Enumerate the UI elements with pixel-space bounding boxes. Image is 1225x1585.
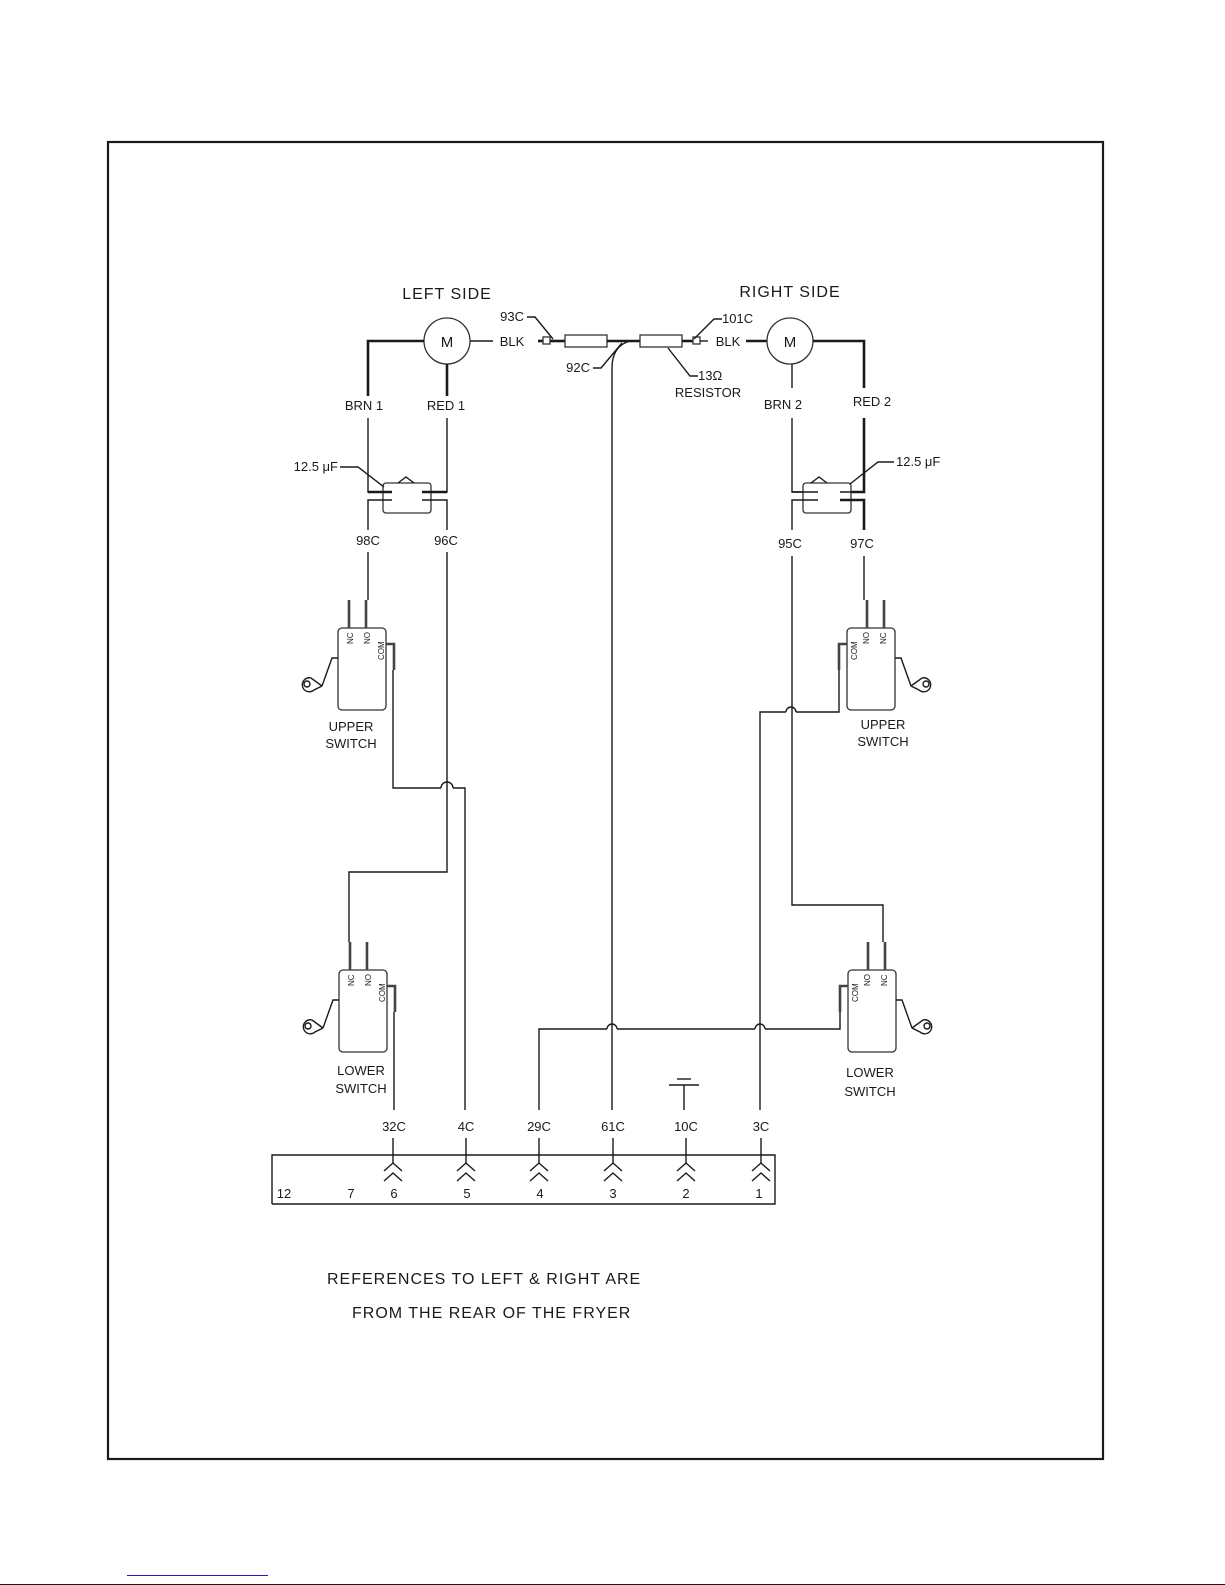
connector-wire-label: 3C	[753, 1119, 770, 1134]
left-red-label: RED 1	[427, 398, 465, 413]
right-lower-switch: COM NO NC	[838, 940, 933, 1054]
connector-pin-number: 4	[536, 1186, 543, 1201]
left-upper-switch-label-2: SWITCH	[325, 736, 376, 751]
footer-link-underline[interactable]	[127, 1575, 268, 1576]
resistor-value-label: 13Ω	[698, 368, 722, 383]
right-upper-nc: NC	[879, 632, 888, 644]
right-upper-com: COM	[850, 641, 859, 660]
left-upper-switch-label-1: UPPER	[329, 719, 374, 734]
left-lower-no: NO	[364, 974, 373, 986]
resistor-label: RESISTOR	[675, 385, 741, 400]
connector-pin-number: 7	[347, 1186, 354, 1201]
left-motor-label: M	[441, 334, 454, 351]
right-lower-nc: NC	[880, 974, 889, 986]
left-blk-label: BLK	[500, 334, 525, 349]
right-lower-com: COM	[851, 983, 860, 1002]
connector-93c-icon	[542, 336, 551, 345]
connector-wire-label: 10C	[674, 1119, 698, 1134]
fuse-icon	[564, 334, 608, 348]
connector-pin-number: 3	[609, 1186, 616, 1201]
right-blk-label: BLK	[716, 334, 741, 349]
right-lower-switch-label-2: SWITCH	[844, 1084, 895, 1099]
right-upper-switch-label-2: SWITCH	[857, 734, 908, 749]
left-upper-switch: NC NO COM	[301, 598, 396, 712]
connector-block: 32C 4C 29C 61C 10C 3C 12 7 6 5 4 3 2 1	[271, 1119, 776, 1205]
left-capacitor-icon	[382, 482, 432, 514]
right-upper-no: NO	[862, 632, 871, 644]
connector-pin-number: 12	[277, 1186, 291, 1201]
right-motor-label: M	[784, 334, 797, 351]
connector-pin-number: 2	[682, 1186, 689, 1201]
wire-96c-label: 96C	[434, 533, 458, 548]
left-upper-com: COM	[377, 641, 386, 660]
right-brn-label: BRN 2	[764, 397, 802, 412]
connector-pin-number: 6	[390, 1186, 397, 1201]
right-upper-switch: COM NO NC	[837, 598, 932, 712]
connector-wire-label: 61C	[601, 1119, 625, 1134]
connector-pin-6	[383, 1138, 403, 1182]
left-lower-switch-label-2: SWITCH	[335, 1081, 386, 1096]
right-side-title: RIGHT SIDE	[739, 284, 840, 301]
left-capacitor-label: 12.5 μF	[294, 459, 338, 474]
left-upper-no: NO	[363, 632, 372, 644]
left-upper-nc: NC	[346, 632, 355, 644]
left-side-group: LEFT SIDE M BLK BRN 1 RED 1 12.5 μF 98C …	[294, 286, 525, 1110]
right-lower-switch-label-1: LOWER	[846, 1065, 894, 1080]
note-line-2: FROM THE REAR OF THE FRYER	[352, 1305, 631, 1322]
connector-pin-2	[676, 1138, 696, 1182]
connector-pin-number: 1	[755, 1186, 762, 1201]
resistor-icon	[639, 334, 683, 348]
left-side-title: LEFT SIDE	[402, 286, 492, 303]
wire-93c-label: 93C	[500, 309, 524, 324]
connector-pin-3	[603, 1138, 623, 1182]
connector-pin-5	[456, 1138, 476, 1182]
connector-wire-label: 32C	[382, 1119, 406, 1134]
connector-wire-label: 29C	[527, 1119, 551, 1134]
right-side-group: RIGHT SIDE BLK M BRN 2 RED 2 12.5 μF 95C…	[538, 284, 940, 1110]
wire-101c-label: 101C	[722, 311, 753, 326]
right-red-label: RED 2	[853, 394, 891, 409]
left-lower-switch: NC NO COM	[302, 940, 397, 1054]
connector-pin-number: 5	[463, 1186, 470, 1201]
connector-pin-4	[529, 1138, 549, 1182]
connector-pin-1	[751, 1138, 771, 1182]
left-lower-switch-label-1: LOWER	[337, 1063, 385, 1078]
wire-92c-label: 92C	[566, 360, 590, 375]
left-lower-nc: NC	[347, 974, 356, 986]
connector-wire-label: 4C	[458, 1119, 475, 1134]
ground-icon	[669, 1078, 699, 1110]
right-capacitor-label: 12.5 μF	[896, 454, 940, 469]
wire-98c-label: 98C	[356, 533, 380, 548]
center-group: 93C 92C 101C 13Ω RESISTOR	[500, 309, 753, 1110]
wire-95c-label: 95C	[778, 536, 802, 551]
left-lower-com: COM	[378, 983, 387, 1002]
drawing-frame	[106, 140, 1105, 1461]
right-upper-switch-label-1: UPPER	[861, 717, 906, 732]
right-lower-no: NO	[863, 974, 872, 986]
right-capacitor-icon	[802, 482, 852, 514]
left-brn-label: BRN 1	[345, 398, 383, 413]
wire-97c-label: 97C	[850, 536, 874, 551]
note-line-1: REFERENCES TO LEFT & RIGHT ARE	[327, 1271, 641, 1288]
